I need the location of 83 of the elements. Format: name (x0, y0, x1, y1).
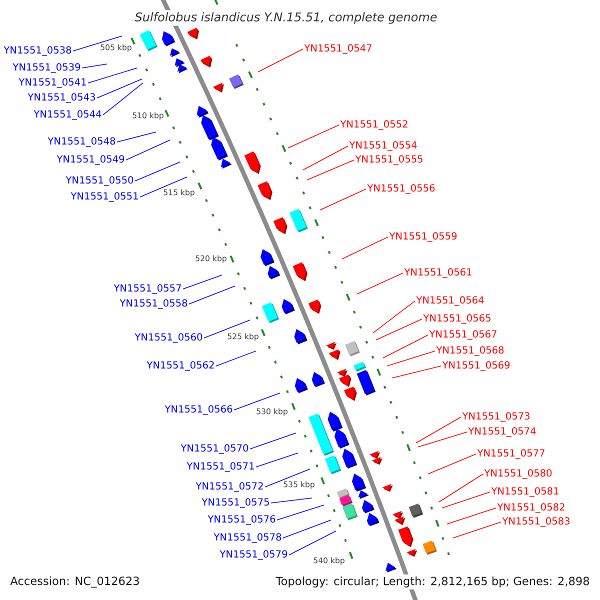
leader-line (382, 334, 428, 358)
gene-label: YN1551_0581 (491, 487, 558, 497)
leader-line (250, 432, 296, 450)
leader-line (428, 454, 476, 474)
leader-line (116, 132, 156, 142)
gene-label: YN1551_0574 (468, 427, 536, 437)
genome-info-text: Topology: circular; Length: 2,812,165 bp; Genes: 2,898 (274, 574, 592, 590)
gene-label: YN1551_0575 (202, 498, 269, 508)
gene-label: YN1551_0562 (146, 361, 214, 371)
gene-label: YN1551_0583 (502, 517, 570, 527)
gene-label: YN1551_0578 (214, 533, 282, 543)
gene-label: YN1551_0538 (4, 46, 72, 56)
gene-label: YN1551_0572 (196, 482, 263, 492)
leader-line (320, 188, 366, 210)
gene-label: YN1551_0580 (484, 469, 552, 479)
gene-label: YN1551_0549 (56, 155, 124, 165)
gene-label: YN1551_0551 (70, 192, 138, 202)
leader-line (418, 432, 468, 448)
leader-line (372, 300, 416, 334)
leader-line (288, 124, 340, 148)
leader-line (302, 146, 348, 170)
gene-label: YN1551_0577 (477, 449, 544, 459)
leader-line (234, 392, 280, 410)
leader-line (288, 530, 336, 556)
leader-line (102, 82, 144, 116)
gene-label: YN1551_0547 (304, 44, 372, 54)
gene-label: YN1551_0555 (355, 155, 422, 165)
gene-label: YN1551_0557 (114, 284, 181, 294)
leader-line (82, 64, 108, 68)
gene-label: YN1551_0571 (186, 462, 254, 472)
gene-label: YN1551_0573 (462, 412, 530, 422)
leader-line (270, 498, 312, 504)
leader-line (256, 452, 298, 468)
leader-line (342, 236, 388, 260)
gene-label: YN1551_0554 (349, 141, 417, 151)
gene-label: YN1551_0556 (367, 184, 435, 194)
leader-line (276, 504, 324, 520)
gene-label: YN1551_0560 (134, 333, 202, 343)
gene-label: YN1551_0565 (423, 314, 490, 324)
gene-label: YN1551_0552 (340, 120, 408, 130)
leader-line (88, 68, 138, 84)
gene-label: YN1551_0550 (66, 176, 134, 186)
gene-label: YN1551_0558 (120, 299, 188, 309)
gene-label: YN1551_0561 (404, 268, 472, 278)
leader-line (204, 320, 250, 338)
leader-line (140, 176, 188, 198)
leader-line (264, 468, 310, 488)
leader-line (306, 160, 354, 180)
leader-line (72, 36, 122, 52)
leader-line (376, 318, 422, 340)
gene-label: YN1551_0559 (389, 232, 457, 242)
gene-label: YN1551_0566 (164, 405, 232, 415)
accession-text: Accession: NC_012623 (8, 574, 142, 590)
leader-line (416, 416, 462, 444)
gene-label: YN1551_0576 (208, 515, 276, 525)
leader-line (446, 508, 496, 524)
leader-line (216, 350, 256, 366)
gene-label: YN1551_0579 (220, 550, 288, 560)
leader-line (282, 520, 332, 538)
gene-label: YN1551_0541 (18, 78, 86, 88)
leader-line (126, 140, 170, 160)
gene-label: YN1551_0548 (48, 137, 116, 147)
leader-line (258, 48, 304, 72)
gene-label: YN1551_0564 (416, 296, 484, 306)
gene-label: YN1551_0568 (436, 346, 504, 356)
gene-label: YN1551_0570 (180, 444, 248, 454)
gene-label: YN1551_0539 (12, 63, 80, 73)
gene-label: YN1551_0567 (429, 330, 496, 340)
leader-line (452, 522, 502, 538)
leader-line (96, 78, 142, 98)
gene-label: YN1551_0543 (28, 93, 95, 103)
leader-line (134, 162, 180, 182)
title: Sulfolobus islandicus Y.N.15.51, complete genome (132, 10, 440, 26)
leader-line (392, 366, 442, 378)
leader-line (386, 350, 436, 366)
leader-line (188, 286, 236, 304)
gene-label: YN1551_0582 (497, 503, 564, 513)
leader-line (442, 492, 490, 508)
gene-label: YN1551_0544 (34, 110, 102, 120)
leader-line (356, 272, 404, 294)
gene-label: YN1551_0569 (442, 361, 510, 371)
leader-line (438, 474, 484, 502)
leader-line (182, 274, 222, 290)
